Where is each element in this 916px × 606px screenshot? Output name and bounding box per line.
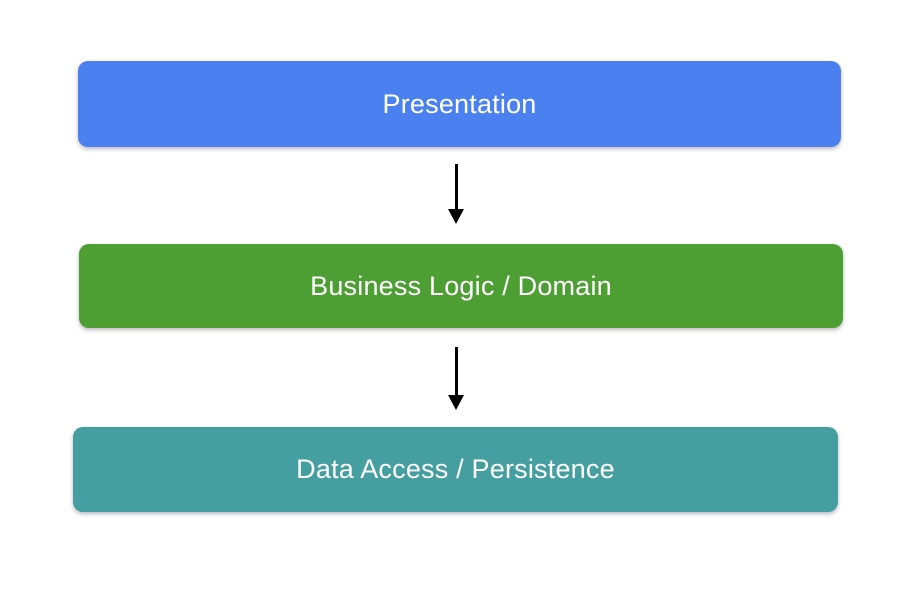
- layer-node-presentation: Presentation: [78, 61, 841, 147]
- arrow-head: [448, 395, 464, 410]
- arrow-down-icon: [448, 347, 464, 410]
- layer-node-business-logic: Business Logic / Domain: [79, 244, 843, 328]
- arrow-down-icon: [448, 164, 464, 224]
- layer-node-data-access: Data Access / Persistence: [73, 427, 838, 512]
- layer-label-data-access: Data Access / Persistence: [296, 454, 615, 484]
- arrow-head: [448, 209, 464, 224]
- layer-label-business-logic: Business Logic / Domain: [310, 270, 612, 301]
- arrow-shaft: [454, 347, 458, 395]
- arrow-shaft: [454, 164, 458, 209]
- layer-label-presentation: Presentation: [382, 88, 537, 119]
